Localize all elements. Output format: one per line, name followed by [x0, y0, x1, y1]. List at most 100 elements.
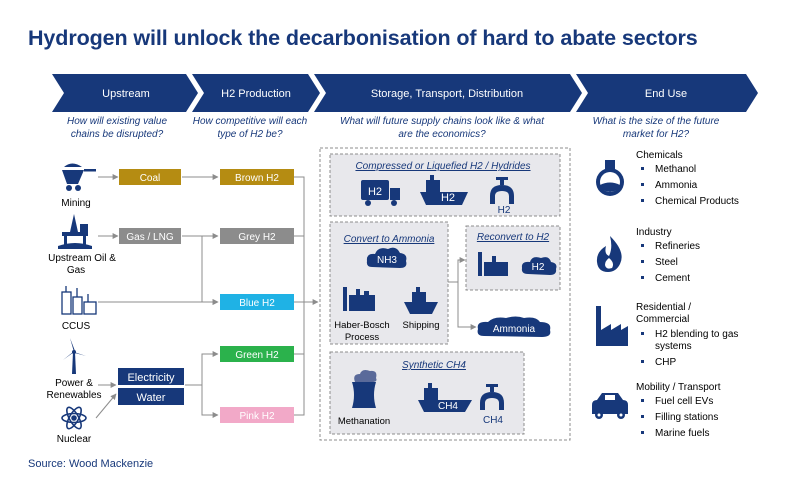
stage-questions: How will existing value chains be disrup…: [67, 116, 720, 140]
stage-chevron-upstream: [52, 74, 198, 112]
nh3-cloud-icon: [366, 247, 407, 268]
feedstock-electricity-label: Electricity: [127, 372, 175, 384]
haber-bosch-label: Haber-Bosch: [334, 320, 389, 331]
h2-grey-box: [220, 228, 294, 244]
ammonia-output-cloud-icon: [477, 316, 551, 337]
mining-cart-icon: [62, 163, 96, 191]
end-use-item: Steel: [655, 257, 678, 268]
wind-turbine-icon: [63, 338, 86, 374]
feedstock-water-box: [118, 388, 184, 405]
h2-cloud-icon: [521, 257, 557, 275]
question-storage: What will future supply chains look like…: [340, 116, 545, 127]
source-label-nuclear: Nuclear: [57, 434, 92, 445]
end-use-heading-chemicals: Chemicals: [636, 150, 683, 161]
bullet-icon: [641, 399, 644, 402]
feedstock-water-label: Water: [137, 392, 166, 404]
compressed-tag-truck: H2: [368, 186, 382, 198]
shipping-label: Shipping: [403, 320, 440, 331]
stage-label-production: H2 Production: [221, 88, 291, 100]
end-use-item: H2 blending to gas: [655, 329, 738, 340]
source-label-oil-gas: Upstream Oil &: [48, 253, 116, 264]
bullet-icon: [641, 167, 644, 170]
stage-label-storage: Storage, Transport, Distribution: [371, 88, 523, 100]
stage-label-end-use: End Use: [645, 88, 687, 100]
end-use-heading-industry: Industry: [636, 227, 672, 238]
h2-green-box: [220, 346, 294, 362]
pipeline-valve-icon: [490, 177, 514, 204]
compressed-tag-pipeline: H2: [498, 205, 511, 216]
ammonia-cloud-label: NH3: [377, 255, 397, 266]
ccus-plant-icon: [61, 286, 97, 315]
source-note: Source: Wood Mackenzie: [28, 458, 154, 470]
methanation-label: Methanation: [338, 416, 390, 427]
atom-icon: [61, 406, 87, 430]
pipeline-valve-icon: [480, 384, 504, 410]
stage-chevron-storage: [314, 74, 582, 112]
h2-grey-label: Grey H2: [238, 232, 276, 243]
ammonia-output-label: Ammonia: [493, 324, 536, 335]
h2-pink-box: [220, 407, 294, 423]
end-use-item: Marine fuels: [655, 428, 709, 439]
synthetic-tag-pipeline: CH4: [483, 415, 503, 426]
question-end-use: What is the size of the future: [593, 116, 720, 127]
h2-blue-label: Blue H2: [239, 298, 275, 309]
stage-chevron-end-use: [576, 74, 758, 112]
storage-region-outline: [319, 147, 571, 441]
bullet-icon: [641, 183, 644, 186]
end-use-item: Cement: [655, 273, 690, 284]
question-upstream: chains be disrupted?: [71, 129, 164, 140]
end-use-heading-residential: Commercial: [636, 314, 689, 325]
end-use-item: Chemical Products: [655, 196, 739, 207]
feedstock-gas-box: [119, 228, 181, 244]
end-use-item: Filling stations: [655, 412, 718, 423]
end-use-item: Fuel cell EVs: [655, 396, 713, 407]
source-label-power: Power &: [55, 378, 93, 389]
question-production: type of H2 be?: [217, 129, 282, 140]
end-use-heading-residential: Residential /: [636, 302, 691, 313]
source-label-power: Renewables: [46, 390, 101, 401]
bullet-icon: [641, 199, 644, 202]
bullet-icon: [641, 244, 644, 247]
bullet-icon: [641, 415, 644, 418]
ship-icon: [418, 383, 472, 412]
source-label-oil-gas: Gas: [67, 265, 85, 276]
feedstock-electricity-box: [118, 368, 184, 385]
h2-blue-box: [220, 294, 294, 310]
end-use-item: Refineries: [655, 241, 700, 252]
truck-icon: [361, 180, 400, 206]
factory-icon: [596, 306, 628, 346]
h2-brown-label: Brown H2: [235, 173, 279, 184]
reconvert-cloud-label: H2: [532, 262, 545, 273]
source-label-ccus: CCUS: [62, 321, 91, 332]
h2-brown-box: [220, 169, 294, 185]
end-use-heading-mobility: Mobility / Transport: [636, 382, 721, 393]
bullet-icon: [641, 360, 644, 363]
end-use-item: Methanol: [655, 164, 696, 175]
ship-icon: [420, 175, 468, 205]
end-use-item: systems: [655, 341, 692, 352]
h2-green-label: Green H2: [235, 350, 279, 361]
car-icon: [592, 393, 628, 419]
ammonia-title: Convert to Ammonia: [344, 234, 435, 245]
ship-icon: [404, 287, 438, 314]
stage-chevron-production: [192, 74, 320, 112]
feedstock-coal-label: Coal: [140, 173, 161, 184]
question-end-use: market for H2?: [623, 129, 690, 140]
flame-icon: [596, 236, 622, 272]
value-chain-banner: Upstream H2 Production Storage, Transpor…: [52, 74, 758, 112]
flask-icon: [596, 160, 624, 196]
ammonia-panel: [329, 221, 449, 345]
compressed-h2-title: Compressed or Liquefied H2 / Hydrides: [355, 161, 530, 172]
bullet-icon: [641, 260, 644, 263]
cooling-tower-icon: [352, 370, 377, 408]
factory-icon-reconvert: [478, 252, 508, 276]
source-label-mining: Mining: [61, 198, 90, 209]
bullet-icon: [641, 276, 644, 279]
oil-rig-icon: [58, 214, 92, 249]
stage-label-upstream: Upstream: [102, 88, 150, 100]
compressed-tag-ship: H2: [441, 192, 455, 204]
bullet-icon: [641, 431, 644, 434]
end-use-item: CHP: [655, 357, 676, 368]
synthetic-ch4-title: Synthetic CH4: [402, 360, 466, 371]
